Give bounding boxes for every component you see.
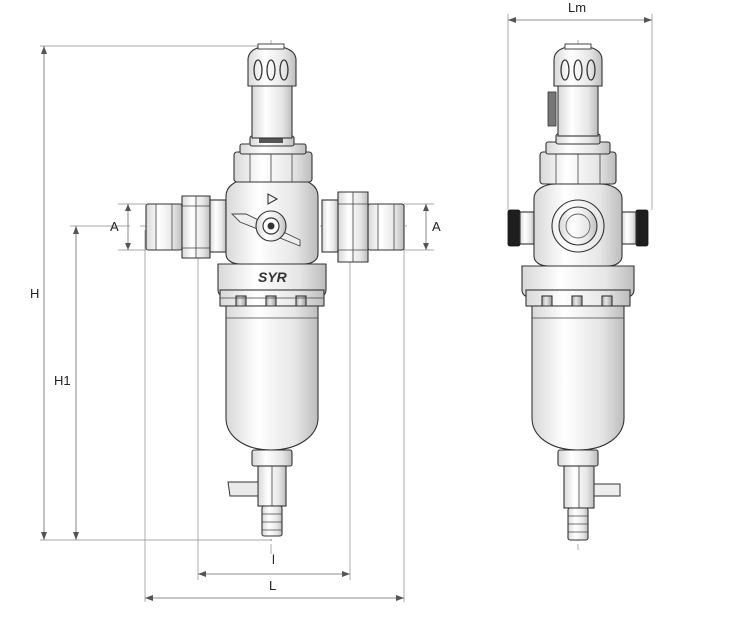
- outlet-pipe-right: [367, 203, 405, 251]
- dimension-l: l: [197, 250, 351, 580]
- dimension-L: L: [144, 230, 405, 602]
- drain-valve-body: [251, 449, 293, 467]
- side-gauge-window: [547, 91, 557, 127]
- label-H: H: [30, 286, 39, 301]
- filter-bowl: [225, 305, 319, 451]
- side-port: [558, 206, 598, 246]
- pressure-reducer-nut: [233, 151, 313, 183]
- coupling-black-right: [635, 209, 649, 247]
- label-H1: H1: [54, 373, 71, 388]
- coupling-black-left: [507, 209, 521, 247]
- label-l: l: [272, 552, 275, 567]
- scale-window: [259, 138, 283, 143]
- dimension-A-left: A: [110, 203, 146, 251]
- label-Lm: Lm: [568, 0, 586, 15]
- label-L: L: [269, 578, 276, 593]
- side-drain-lever: [593, 483, 621, 497]
- coupling-right: [321, 199, 339, 253]
- drain-lever: [227, 481, 259, 497]
- flow-arrow-icon: [267, 193, 279, 205]
- label-A-right: A: [432, 219, 441, 234]
- coupling-left: [209, 199, 227, 253]
- side-column: [557, 83, 599, 137]
- dimension-Lm: Lm: [507, 0, 653, 210]
- label-A-left: A: [110, 219, 119, 234]
- drain-hose-nozzle: [261, 505, 283, 537]
- filter-front-view: SYR: [145, 43, 405, 537]
- brand-logo: SYR: [258, 269, 288, 285]
- filter-side-view: [507, 43, 649, 541]
- dimension-H1: H1: [54, 225, 130, 540]
- side-filter-bowl: [531, 305, 625, 451]
- dimension-H: H: [30, 45, 272, 541]
- dimension-A-right: A: [404, 203, 441, 251]
- pressure-reducer-column: [251, 83, 293, 139]
- inlet-pipe-left: [145, 203, 183, 251]
